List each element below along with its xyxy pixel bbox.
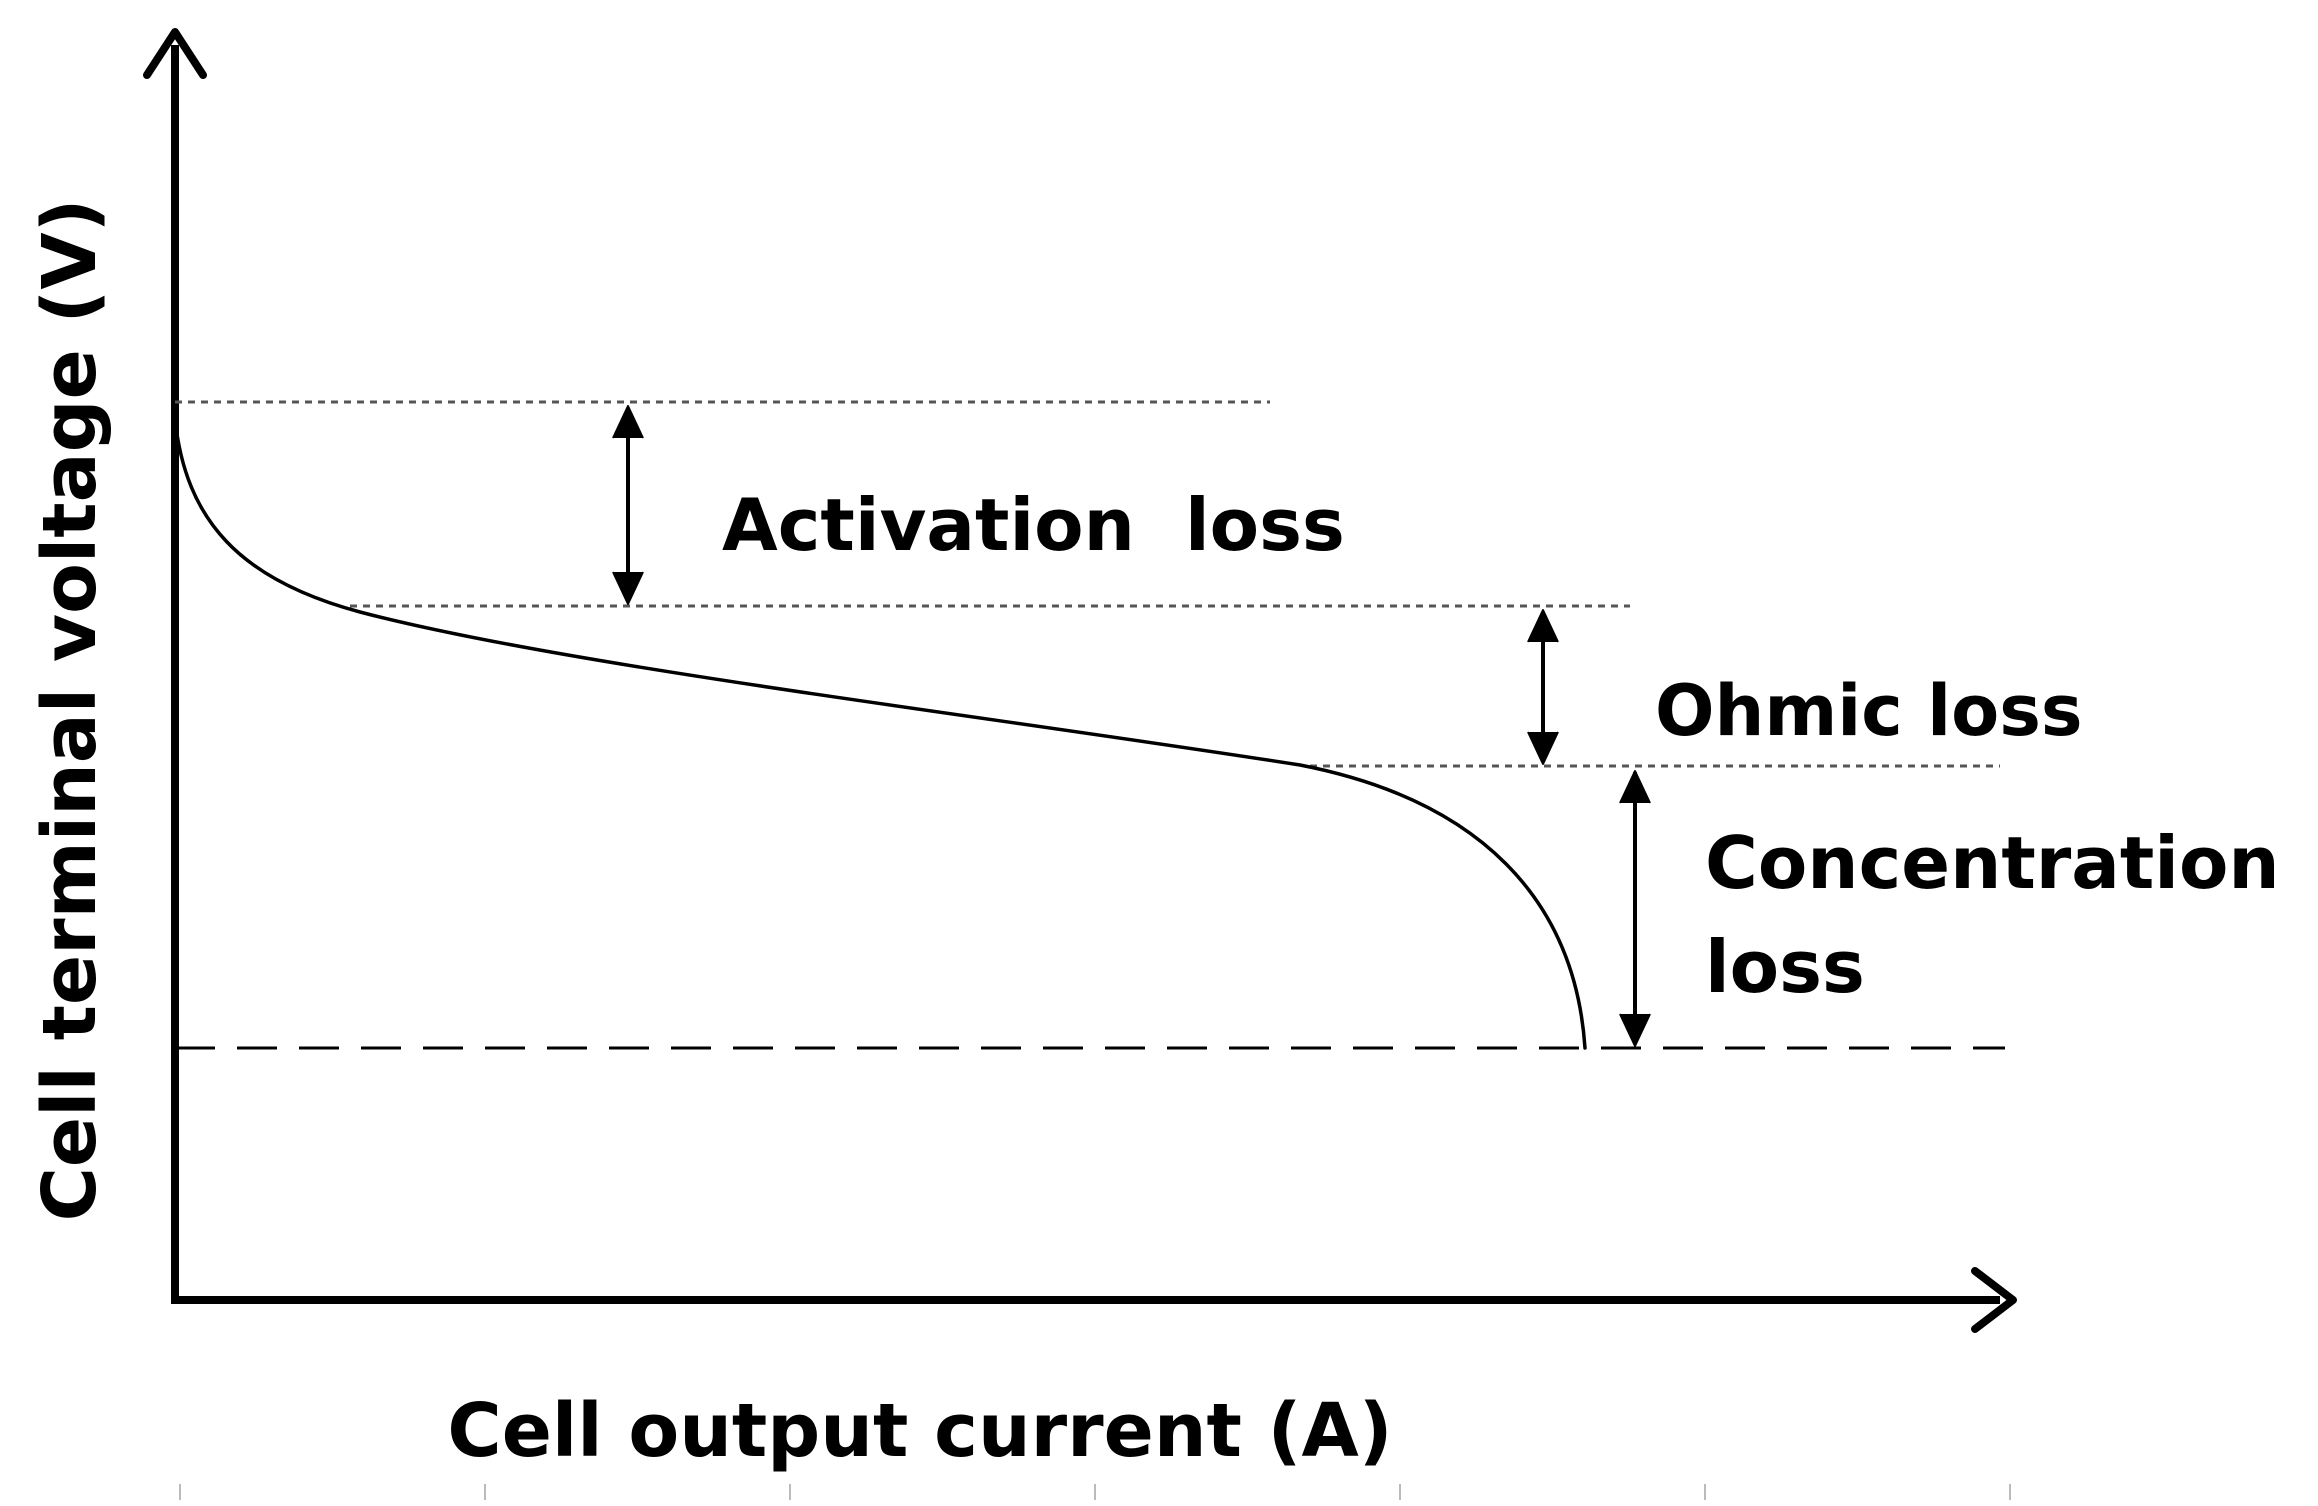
activation-loss-label: Activation loss	[722, 483, 1345, 567]
ohmic-loss-arrow	[1527, 609, 1559, 765]
concentration-loss-arrow	[1619, 770, 1651, 1047]
activation-loss-arrow	[612, 405, 644, 605]
bottom-tick-marks	[179, 1484, 2011, 1500]
x-axis-title: Cell output current (A)	[447, 1388, 1392, 1474]
y-axis-title: Cell terminal voltage (V)	[27, 199, 113, 1222]
axes	[143, 28, 2017, 1333]
polarization-curve	[173, 416, 1587, 1050]
y-axis-arrowhead	[143, 28, 207, 79]
ohmic-loss-label: Ohmic loss	[1655, 670, 2083, 752]
x-axis-arrowhead	[1971, 1267, 2017, 1333]
concentration-loss-label-line1: Concentration	[1705, 821, 2280, 905]
reference-lines	[175, 400, 2005, 1050]
concentration-loss-label-line2: loss	[1705, 925, 1865, 1009]
